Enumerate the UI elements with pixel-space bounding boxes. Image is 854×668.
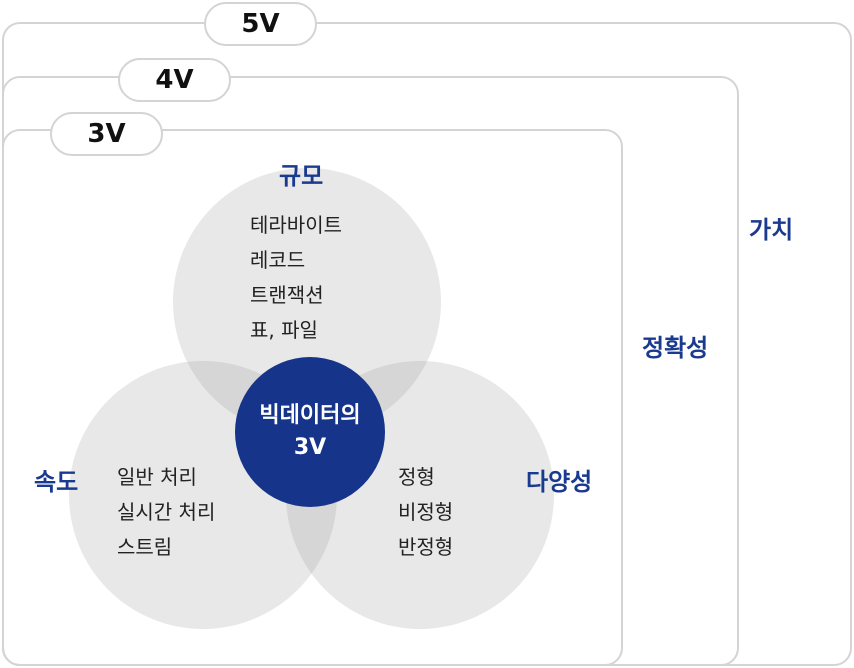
frame-3v bbox=[2, 129, 623, 666]
list-item: 레코드 bbox=[250, 248, 306, 272]
list-item: 스트림 bbox=[117, 535, 173, 559]
list-item: 표, 파일 bbox=[250, 318, 318, 342]
list-item: 정형 bbox=[398, 465, 435, 489]
list-item: 일반 처리 bbox=[117, 465, 197, 489]
list-item: 비정형 bbox=[398, 500, 454, 524]
list-item: 실시간 처리 bbox=[117, 500, 216, 524]
items-variety: 정형 비정형 반정형 bbox=[398, 460, 453, 565]
pill-4v: 4V bbox=[118, 58, 231, 102]
pill-3v: 3V bbox=[50, 112, 163, 156]
title-volume: 규모 bbox=[279, 162, 324, 190]
list-item: 반정형 bbox=[398, 535, 454, 559]
list-item: 트랜잭션 bbox=[250, 283, 324, 307]
items-velocity: 일반 처리 실시간 처리 스트림 bbox=[117, 460, 215, 565]
pill-5v: 5V bbox=[204, 2, 317, 46]
title-variety: 다양성 bbox=[526, 468, 593, 496]
list-item: 테라바이트 bbox=[250, 213, 342, 237]
center-title: 빅데이터의 bbox=[259, 403, 361, 428]
title-velocity: 속도 bbox=[34, 468, 79, 496]
label-value: 가치 bbox=[749, 216, 794, 244]
label-veracity: 정확성 bbox=[642, 334, 709, 362]
center-circle: 빅데이터의 3V bbox=[235, 357, 385, 507]
center-subtitle: 3V bbox=[293, 435, 327, 460]
items-volume: 테라바이트 레코드 트랜잭션 표, 파일 bbox=[250, 208, 342, 348]
